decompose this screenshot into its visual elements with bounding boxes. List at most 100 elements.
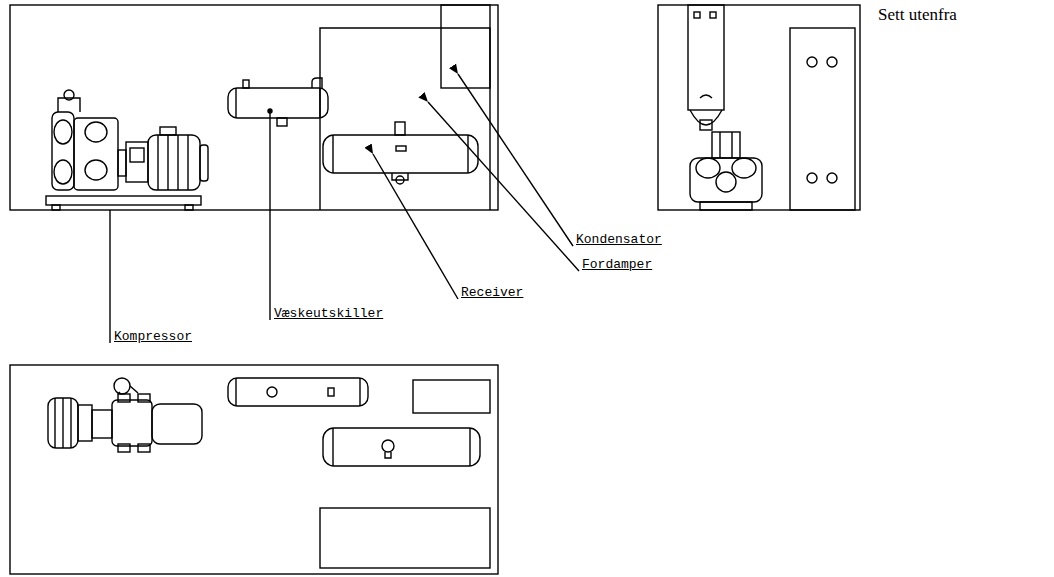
compressor-top-part	[92, 410, 112, 438]
compressor-front-part	[732, 158, 756, 178]
compressor-side-part	[85, 160, 107, 180]
side-view	[10, 5, 498, 210]
compressor-side-part	[148, 135, 200, 190]
liquid-separator-part	[243, 80, 249, 88]
leader-line	[110, 74, 579, 343]
compressor-top-part	[118, 444, 130, 452]
plan-view-part	[385, 452, 391, 458]
compressor-front-part	[731, 132, 732, 158]
compressor-top-part	[118, 394, 130, 402]
end-view-part	[790, 28, 855, 210]
receiver-tank-part	[467, 135, 468, 173]
leader-line-part	[373, 154, 458, 299]
plan-view-part	[469, 428, 470, 466]
leader-line-part	[269, 113, 270, 320]
compressor-front-part	[712, 132, 740, 158]
side-view-part	[320, 28, 490, 210]
part-label: Receiver	[461, 285, 523, 301]
leader-line-part	[458, 74, 573, 246]
end-view-part	[827, 173, 837, 183]
compressor-top	[48, 378, 202, 452]
compressor-side-part	[185, 205, 193, 210]
plan-view-part	[10, 365, 498, 574]
compressor-top-part	[78, 405, 92, 441]
compressor-front-part	[716, 172, 736, 192]
compressor-top-part	[70, 398, 71, 448]
liquid-separator-part	[277, 118, 287, 126]
leader-line-part	[109, 210, 110, 343]
part-label: Fordamper	[582, 257, 652, 273]
view-label: Sett utenfra	[878, 5, 957, 25]
compressor-side-part	[52, 112, 74, 190]
condenser-box	[441, 5, 490, 88]
leader-line-part	[268, 109, 272, 113]
end-view-part	[700, 95, 712, 98]
part-label: Kondensator	[576, 232, 662, 248]
plan-view-part	[413, 380, 490, 413]
end-view-part	[807, 173, 817, 183]
compressor-top-part	[114, 378, 130, 394]
end-view-part	[827, 57, 837, 67]
plan-view-part	[328, 388, 334, 396]
compressor-top-part	[48, 398, 78, 448]
compressor-side-part	[118, 150, 126, 176]
compressor-front	[690, 132, 762, 210]
end-view-part	[694, 12, 700, 18]
liquid-separator-part	[228, 88, 328, 118]
compressor-top-part	[138, 444, 150, 452]
liquid-separator	[228, 78, 328, 126]
compressor-side-part	[46, 196, 201, 205]
side-view-part	[10, 5, 498, 210]
compressor-side-part	[200, 145, 208, 181]
compressor-side-part	[54, 160, 72, 184]
compressor-side-part	[157, 135, 158, 190]
plan-view-part	[228, 378, 368, 406]
compressor-side-part	[64, 90, 74, 100]
compressor-top-part	[62, 398, 63, 448]
compressor-front-part	[690, 158, 762, 202]
end-view-part	[690, 110, 722, 125]
compressor-side-part	[177, 135, 178, 190]
compressor-side-part	[187, 135, 188, 190]
receiver-tank-part	[396, 176, 404, 184]
plan-view	[10, 365, 498, 574]
compressor-side-part	[160, 127, 176, 135]
compressor-side-part	[130, 148, 144, 162]
plan-view-part	[332, 428, 333, 466]
compressor-top-part	[112, 400, 152, 446]
compressor-top-part	[54, 398, 55, 448]
receiver-tank-part	[396, 146, 406, 151]
compressor-front-part	[700, 202, 752, 210]
liquid-separator-part	[235, 88, 236, 118]
compressor-top-part	[118, 392, 120, 394]
compressor-side-part	[74, 118, 118, 190]
compressor-top-part	[130, 386, 138, 393]
compressor-top-part	[152, 404, 202, 444]
liquid-separator-part	[319, 88, 320, 118]
end-view-part	[807, 57, 817, 67]
plan-view-part	[382, 440, 394, 452]
compressor-side-part	[85, 122, 107, 142]
compressor-top-part	[138, 394, 150, 402]
end-view-part	[700, 120, 712, 130]
receiver-tank-part	[323, 135, 478, 173]
part-label: Væskeutskiller	[274, 306, 383, 322]
end-view-part	[658, 5, 860, 210]
plan-view-part	[235, 378, 236, 406]
leader-line-part	[428, 102, 579, 271]
compressor-side-part	[167, 135, 168, 190]
plan-view-part	[267, 387, 277, 397]
part-label: Kompressor	[114, 329, 192, 345]
plan-view-part	[320, 508, 490, 568]
compressor-side-part	[54, 120, 72, 144]
receiver-tank-part	[395, 122, 405, 135]
compressor-side-part	[126, 142, 148, 182]
end-view-part	[710, 12, 716, 18]
receiver-tank-part	[332, 135, 333, 173]
end-view	[658, 5, 860, 210]
compressor-side	[46, 90, 208, 210]
plan-view-part	[323, 428, 480, 466]
plan-view-part	[359, 378, 360, 406]
liquid-separator-part	[312, 78, 322, 88]
